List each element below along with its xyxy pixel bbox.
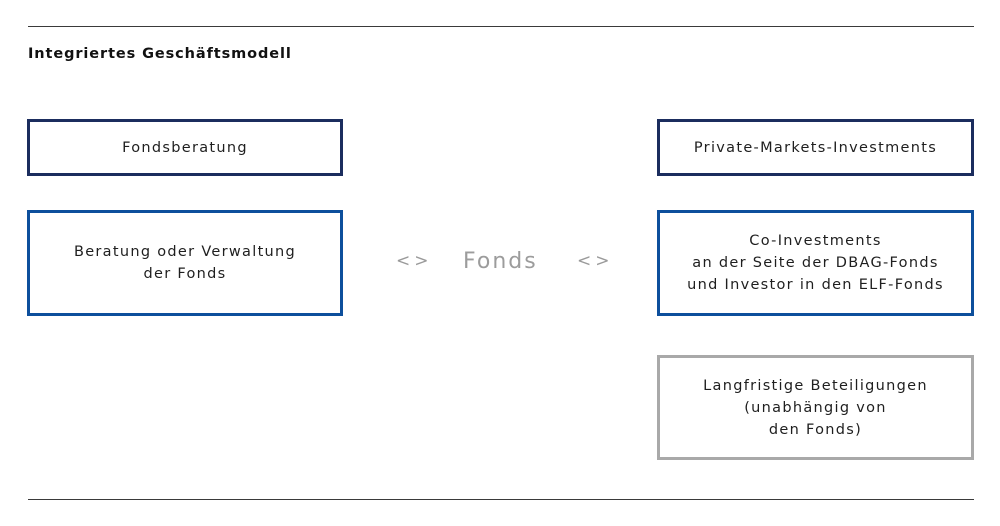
langfristig-line-3: den Fonds) <box>768 421 863 438</box>
left-connector-arrows: <> <box>396 251 433 271</box>
beratung-verwaltung-box: Beratung oder Verwaltung der Fonds <box>27 210 343 316</box>
fondsberatung-header-label: Fondsberatung <box>122 139 248 156</box>
top-divider <box>28 26 974 27</box>
langfristig-line-2: (unabhängig von <box>744 399 887 416</box>
fonds-center-label: Fonds <box>463 249 538 274</box>
diagram-title: Integriertes Geschäftsmodell <box>28 46 292 62</box>
private-markets-header-box: Private-Markets-Investments <box>657 119 974 176</box>
private-markets-header-label: Private-Markets-Investments <box>693 139 938 156</box>
langfristig-line-1: Langfristige Beteiligungen <box>703 377 928 394</box>
langfristige-beteiligungen-box: Langfristige Beteiligungen (unabhängig v… <box>657 355 974 460</box>
beratung-line-1: Beratung oder Verwaltung <box>73 244 297 260</box>
right-connector-arrows: <> <box>577 251 614 271</box>
co-investments-line-1: Co-Investments <box>749 233 882 249</box>
bottom-divider <box>28 499 974 500</box>
fondsberatung-header-box: Fondsberatung <box>27 119 343 176</box>
co-investments-box: Co-Investments an der Seite der DBAG-Fon… <box>657 210 974 316</box>
co-investments-line-3: und Investor in den ELF-Fonds <box>687 277 944 293</box>
co-investments-line-2: an der Seite der DBAG-Fonds <box>692 255 939 271</box>
beratung-line-2: der Fonds <box>143 266 227 282</box>
